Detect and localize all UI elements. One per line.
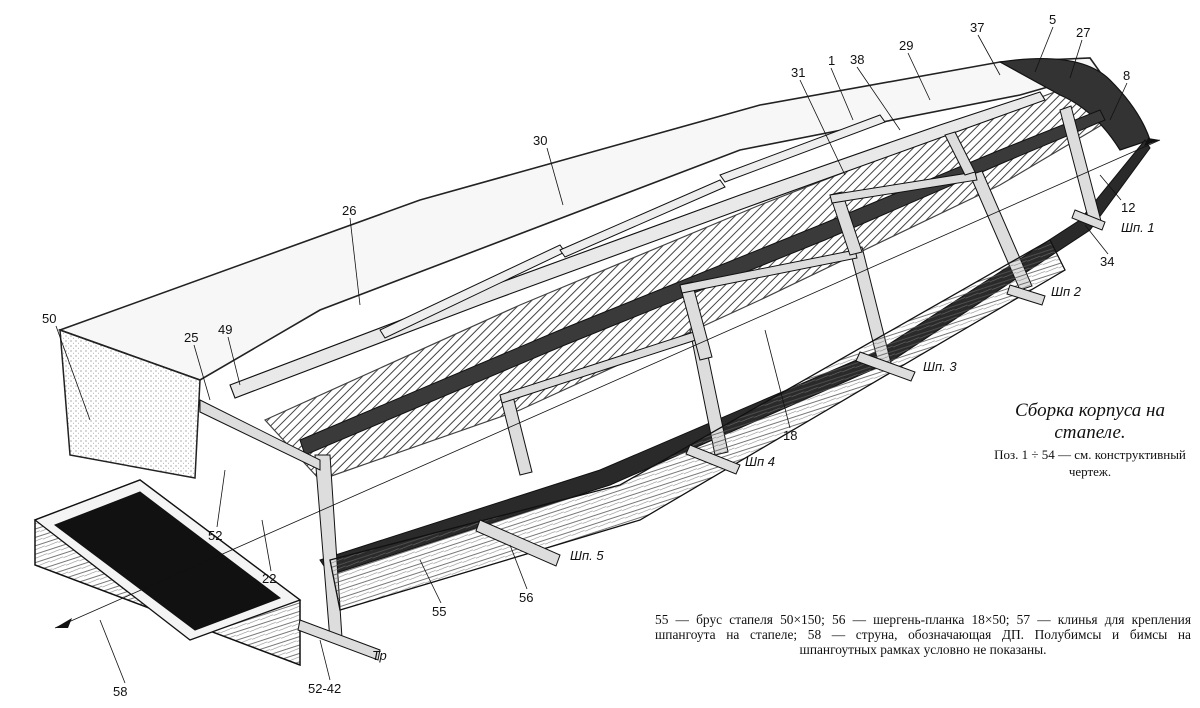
station-label-2: Шп 2: [1051, 284, 1082, 299]
centerline-string: [54, 138, 1161, 629]
shergen-planks: [297, 209, 1106, 661]
station-label-3: Шп. 3: [923, 359, 957, 374]
callout-5: 5: [1049, 12, 1056, 27]
figure-legend: 55 — брус стапеля 50×150; 56 — шергень-п…: [655, 612, 1191, 657]
gunwale-stringer: [229, 91, 1046, 399]
callout-29: 29: [899, 38, 913, 53]
callout-58: 58: [113, 684, 127, 699]
building-stocks: [33, 239, 1066, 667]
station-label-tr: Тр: [372, 648, 387, 663]
callout-1: 1: [828, 53, 835, 68]
callout-38: 38: [850, 52, 864, 67]
bow-stem: [998, 57, 1151, 151]
callout-26: 26: [342, 203, 356, 218]
callout-8: 8: [1123, 68, 1130, 83]
station-label-5: Шп. 5: [570, 548, 604, 563]
callout-55: 55: [432, 604, 446, 619]
station-label-4: Шп 4: [745, 454, 775, 469]
callout-31: 31: [791, 65, 805, 80]
callout-25: 25: [184, 330, 198, 345]
callout-52: 52: [208, 528, 222, 543]
callout-56: 56: [519, 590, 533, 605]
callout-18: 18: [783, 428, 797, 443]
station-label-1: Шп. 1: [1121, 220, 1155, 235]
callout-37: 37: [970, 20, 984, 35]
deck-battens: [379, 114, 886, 339]
callout-30: 30: [533, 133, 547, 148]
figure-caption-subtitle: Поз. 1 ÷ 54 — см. конструктивный чертеж.: [994, 447, 1186, 479]
callout-49: 49: [218, 322, 232, 337]
callout-27: 27: [1076, 25, 1090, 40]
transom-panel: [59, 328, 201, 479]
leader-lines: [55, 26, 1128, 684]
callout-50: 50: [42, 311, 56, 326]
callout-34: 34: [1100, 254, 1114, 269]
figure-caption-title: Сборка корпуса на стапеле.: [1015, 400, 1165, 443]
callout-22: 22: [262, 571, 276, 586]
callout-52-42: 52-42: [308, 681, 341, 696]
callout-12: 12: [1121, 200, 1135, 215]
